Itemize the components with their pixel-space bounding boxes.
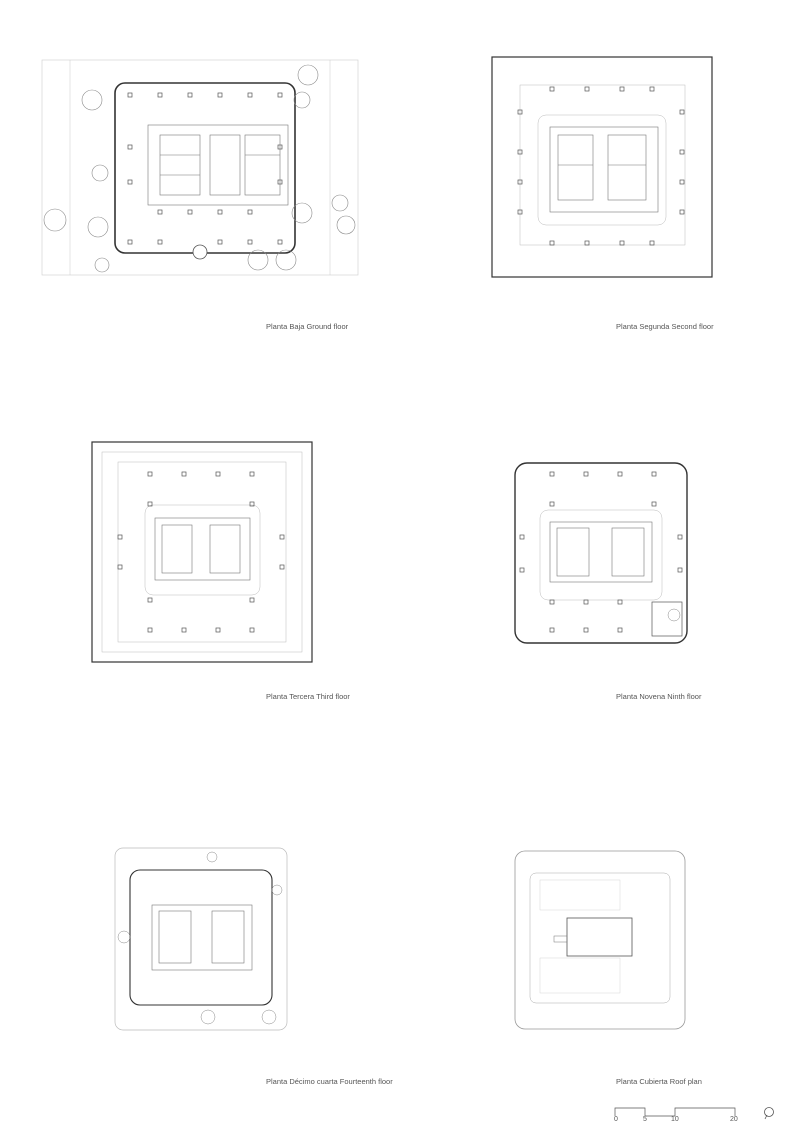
plan-fourteenth-floor (112, 845, 292, 1035)
plan-third-floor (90, 440, 315, 665)
scale-tick-0: 0 (614, 1116, 618, 1123)
caption-second-floor: Planta Segunda Second floor (616, 322, 714, 331)
caption-fourteenth-floor: Planta Décimo cuarta Fourteenth floor (266, 1077, 393, 1086)
scale-tick-10: 10 (671, 1116, 679, 1123)
caption-third-floor: Planta Tercera Third floor (266, 692, 350, 701)
caption-ground-floor: Planta Baja Ground floor (266, 322, 349, 331)
plan-ground-floor (40, 55, 360, 280)
plan-ninth-floor (512, 460, 692, 650)
scale-tick-5: 5 (643, 1116, 647, 1123)
caption-roof-plan: Planta Cubierta Roof plan (616, 1077, 702, 1086)
north-arrow-icon (762, 1106, 776, 1120)
plan-roof (512, 848, 692, 1033)
plan-second-floor (490, 55, 715, 280)
scale-bar: 0 5 10 20 (614, 1106, 744, 1128)
caption-ninth-floor: Planta Novena Ninth floor (616, 692, 702, 701)
scale-tick-20: 20 (730, 1116, 738, 1123)
